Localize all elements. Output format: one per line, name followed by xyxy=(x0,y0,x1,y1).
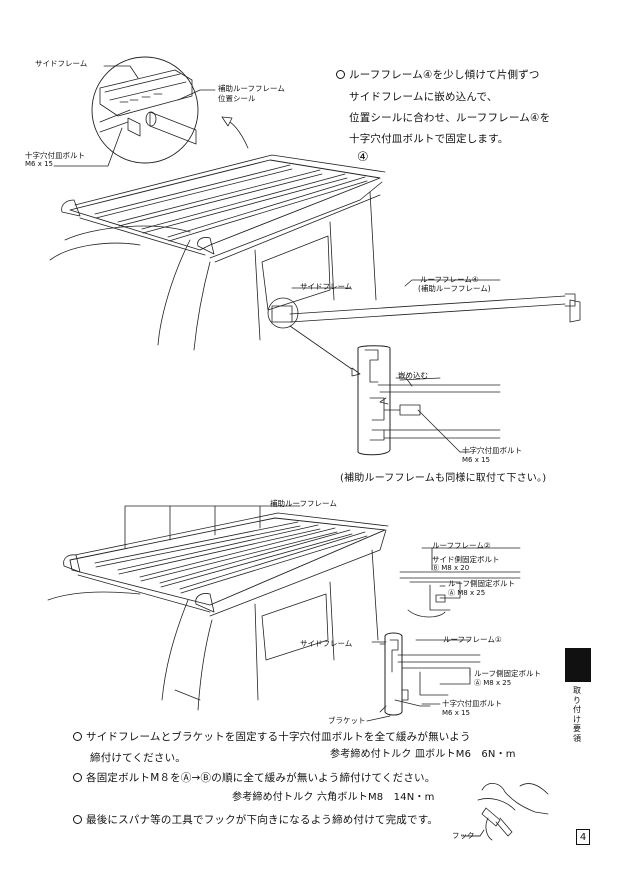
instruction-top-line2: サイドフレームに嵌め込んで、 xyxy=(349,91,498,103)
label-roof-bolt-size-2: Ⓐ M8 x 25 xyxy=(474,679,512,687)
label-position-seal: 位置シール xyxy=(218,94,256,103)
zoom-detail-1 xyxy=(91,56,199,164)
label-roof-frame-1: ルーフフレーム① xyxy=(443,635,502,644)
label-hook: フック xyxy=(452,831,475,840)
instruction-1-torque: 参考締め付トルク 皿ボルトM6 6N・m xyxy=(330,749,516,760)
frame-assembly-2 xyxy=(267,293,581,456)
instruction-2-line1: 各固定ボルトM８をⒶ→Ⓑの順に全て緩みが無いよう締付けてください。 xyxy=(73,773,435,784)
label-countersunk-bolt-3: 十字穴付皿ボルト xyxy=(442,699,502,708)
detail-roof-frame-1 xyxy=(371,632,481,716)
hand-wrench xyxy=(461,783,549,841)
label-roof-fixing-bolt-1: ルーフ側固定ボルト xyxy=(448,579,516,588)
bullet-circle-icon xyxy=(73,732,82,741)
label-side-fixing-bolt: サイド側固定ボルト xyxy=(432,555,500,564)
label-side-frame-3: サイドフレーム xyxy=(300,639,353,648)
instruction-top-line4: 十字穴付皿ボルトで固定します。 xyxy=(349,133,509,145)
instruction-top-line1: ルーフフレーム④を少し傾けて片側ずつ xyxy=(336,70,540,81)
bullet-circle-icon xyxy=(73,773,82,782)
instruction-3-line1: 最後にスパナ等の工具でフックが下向きになるよう締め付けて完成です。 xyxy=(73,815,438,826)
label-roof-frame-4: ルーフフレーム④ xyxy=(420,275,479,284)
instruction-1-line1: サイドフレームとブラケットを固定する十字穴付皿ボルトを全て緩みが無いよう xyxy=(73,732,471,743)
label-aux-roof-frame-1: 補助ルーフフレーム xyxy=(218,84,285,93)
instruction-2-torque: 参考締め付トルク 六角ボルトM8 14N・m xyxy=(232,792,435,803)
page-number: 4 xyxy=(576,829,590,845)
label-bolt-size-1: M6 x 15 xyxy=(25,160,53,168)
label-countersunk-bolt-1: 十字穴付皿ボルト xyxy=(25,151,85,160)
car-rack-1 xyxy=(49,154,386,351)
bullet-circle-icon xyxy=(73,815,82,824)
section-tab-marker xyxy=(565,648,591,682)
car-rack-3 xyxy=(47,505,389,711)
label-bracket: ブラケット xyxy=(328,716,366,725)
label-roof-fixing-bolt-2: ルーフ側固定ボルト xyxy=(474,669,542,678)
label-roof-frame-number: ④ xyxy=(357,150,369,165)
note-aux-roof-frame: (補助ルーフフレームも同様に取付て下さい。) xyxy=(340,473,547,484)
label-roof-bolt-size-1: Ⓐ M8 x 25 xyxy=(448,589,486,597)
label-aux-roof-frame-3: 補助ルーフフレーム xyxy=(270,499,337,508)
label-side-frame-1: サイドフレーム xyxy=(35,59,88,68)
label-aux-roof-frame-sub: (補助ルーフフレーム) xyxy=(418,284,491,293)
label-roof-frame-2: ルーフフレーム② xyxy=(432,541,491,550)
label-side-frame-2: サイドフレーム xyxy=(300,282,353,291)
label-insert: 嵌め込む xyxy=(398,371,428,380)
label-side-bolt-size: Ⓑ M8 x 20 xyxy=(432,564,470,572)
label-bolt-size-2: M6 x 15 xyxy=(462,456,490,464)
instruction-1-line2: 締付けてください。 xyxy=(90,752,186,764)
instruction-top-line3: 位置シールに合わせ、ルーフフレーム④を xyxy=(349,112,551,124)
section-tab-label: 取り付け要領 xyxy=(573,686,581,743)
bullet-circle-icon xyxy=(336,70,345,79)
label-countersunk-bolt-2: 十字穴付皿ボルト xyxy=(462,446,522,455)
label-bolt-size-3: M6 x 15 xyxy=(442,709,470,717)
detail-roof-frame-2 xyxy=(399,547,521,618)
